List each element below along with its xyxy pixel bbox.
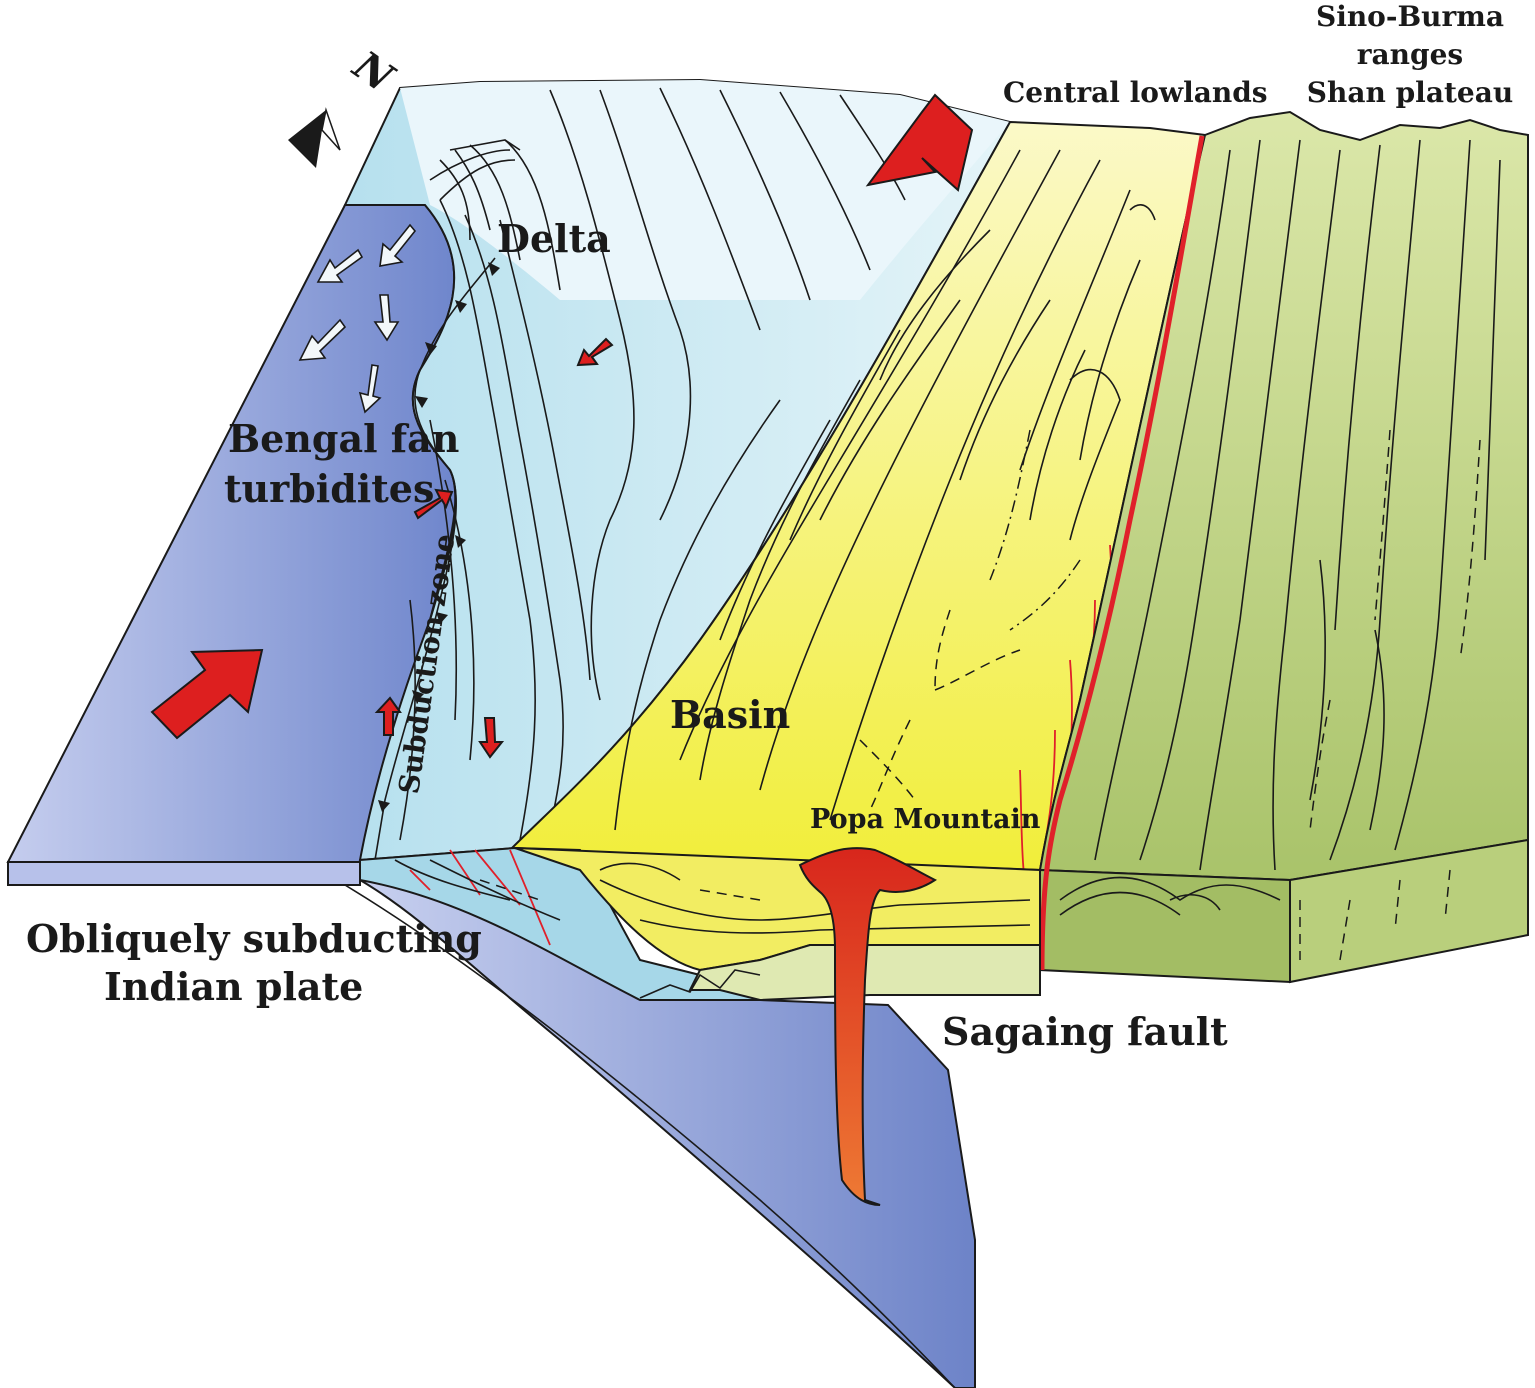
basin-dashed-faults bbox=[859, 429, 1081, 811]
basin-ridges bbox=[614, 149, 1156, 831]
turbidite-flow-arrow-icon bbox=[316, 248, 364, 283]
sagaing-fault-line bbox=[1039, 135, 1205, 971]
subduction-front bbox=[374, 257, 496, 861]
label-basin: Basin bbox=[670, 692, 790, 737]
label-sino-burma: Sino-Burma bbox=[1316, 0, 1504, 33]
label-bengal-2: turbidites bbox=[224, 466, 434, 511]
range-ridges bbox=[1094, 139, 1501, 871]
label-central-lowlands: Central lowlands bbox=[1003, 76, 1268, 109]
ranges-front bbox=[1039, 868, 1291, 984]
label-popa-mountain: Popa Mountain bbox=[810, 804, 1041, 835]
small-red-arrow bbox=[374, 696, 402, 736]
turbidite-flow-arrow-icon bbox=[298, 318, 347, 361]
small-red-arrow bbox=[413, 488, 454, 520]
plate-motion-arrow-icon bbox=[150, 648, 264, 740]
range-front-folds bbox=[1059, 869, 1451, 961]
delta-channels bbox=[399, 87, 906, 849]
plate-motion-arrow-icon bbox=[865, 93, 974, 192]
label-sagaing-fault: Sagaing fault bbox=[942, 1009, 1228, 1054]
label-oblique-1: Obliquely subducting bbox=[26, 916, 482, 961]
popa-magma-column bbox=[798, 847, 937, 1206]
north-label: N bbox=[343, 41, 403, 102]
turbidite-flow-arrow-icon bbox=[373, 294, 400, 342]
label-bengal-1: Bengal fan bbox=[228, 416, 459, 461]
ranges-side bbox=[1289, 838, 1529, 984]
label-ranges: ranges bbox=[1357, 38, 1463, 71]
delta-fan bbox=[429, 139, 521, 201]
small-red-arrow bbox=[478, 717, 505, 759]
oceanic-plate-front bbox=[7, 861, 361, 886]
turbidite-flow-arrow-icon bbox=[358, 364, 382, 414]
slab-edge bbox=[339, 881, 956, 1388]
turbidite-flow-arrow-icon bbox=[379, 223, 417, 267]
serrated-contact bbox=[639, 969, 761, 999]
label-oblique-2: Indian plate bbox=[104, 964, 363, 1009]
turbidite-flow-arrows bbox=[298, 223, 417, 414]
accretionary-wedge-faults bbox=[394, 849, 561, 946]
small-red-arrow bbox=[576, 337, 614, 367]
thrust-teeth bbox=[378, 262, 500, 812]
label-delta: Delta bbox=[497, 216, 611, 261]
ranges-plateau-top bbox=[1038, 110, 1529, 882]
label-shan-plateau: Shan plateau bbox=[1307, 76, 1513, 109]
